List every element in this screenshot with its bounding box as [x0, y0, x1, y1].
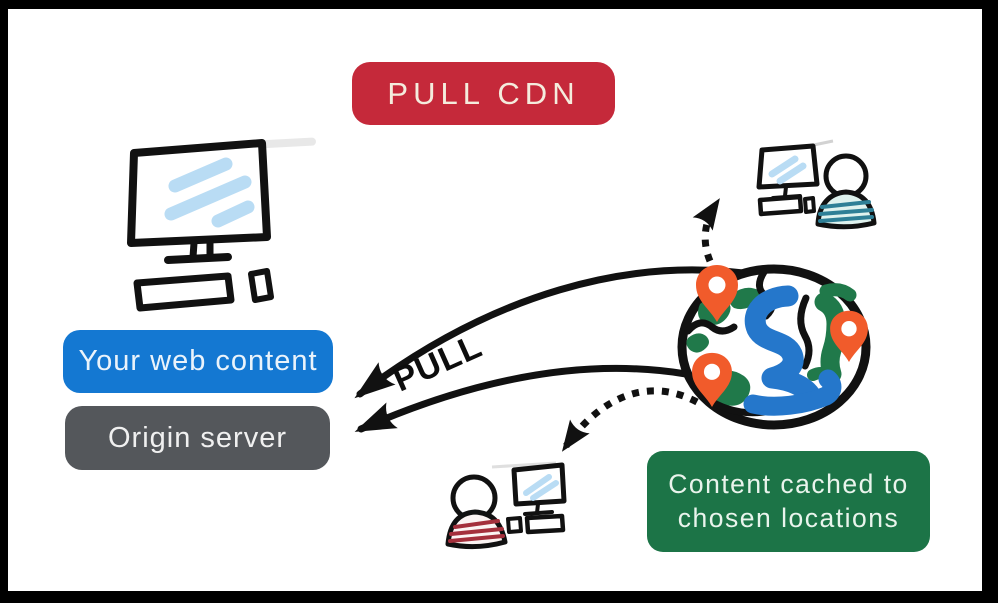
map-pin-icon [830, 310, 868, 362]
map-pin-icon [692, 352, 732, 407]
map-pin-icon [696, 265, 738, 322]
sketch-smudges [256, 137, 834, 469]
keyboard-icon [524, 513, 566, 535]
screen-glare [523, 474, 559, 501]
shirt-stripes [818, 200, 874, 223]
distribution-arrow-top [692, 198, 720, 263]
screen-glare [768, 155, 807, 185]
mouse-icon [506, 516, 523, 534]
edge-user-bottom-illustration [445, 462, 567, 550]
origin-server-badge: Origin server [65, 406, 330, 470]
origin-server-label: Origin server [108, 421, 287, 454]
monitor-stand [523, 502, 554, 516]
globe-river [743, 285, 842, 416]
origin-computer-illustration [127, 139, 274, 312]
web-content-label: Your web content [78, 345, 318, 377]
edge-user-top-illustration [756, 143, 877, 230]
mouse-icon [248, 268, 274, 303]
monitor-stand [164, 238, 232, 264]
screen-glare [164, 157, 255, 228]
monitor-icon [127, 139, 271, 247]
globe-location-pins [692, 265, 868, 407]
cached-content-label: Content cached to chosen locations [668, 468, 909, 533]
cached-content-badge: Content cached to chosen locations [647, 451, 930, 552]
title-badge-label: PULL CDN [387, 75, 580, 111]
keyboard-icon [133, 272, 235, 312]
distribution-arrow-bottom [561, 387, 699, 452]
shirt-stripes [448, 519, 505, 543]
title-badge: PULL CDN [352, 62, 615, 125]
web-content-badge: Your web content [63, 330, 333, 393]
pull-arrow-lower [354, 364, 690, 433]
mouse-icon [803, 196, 816, 214]
keyboard-icon [757, 194, 804, 217]
